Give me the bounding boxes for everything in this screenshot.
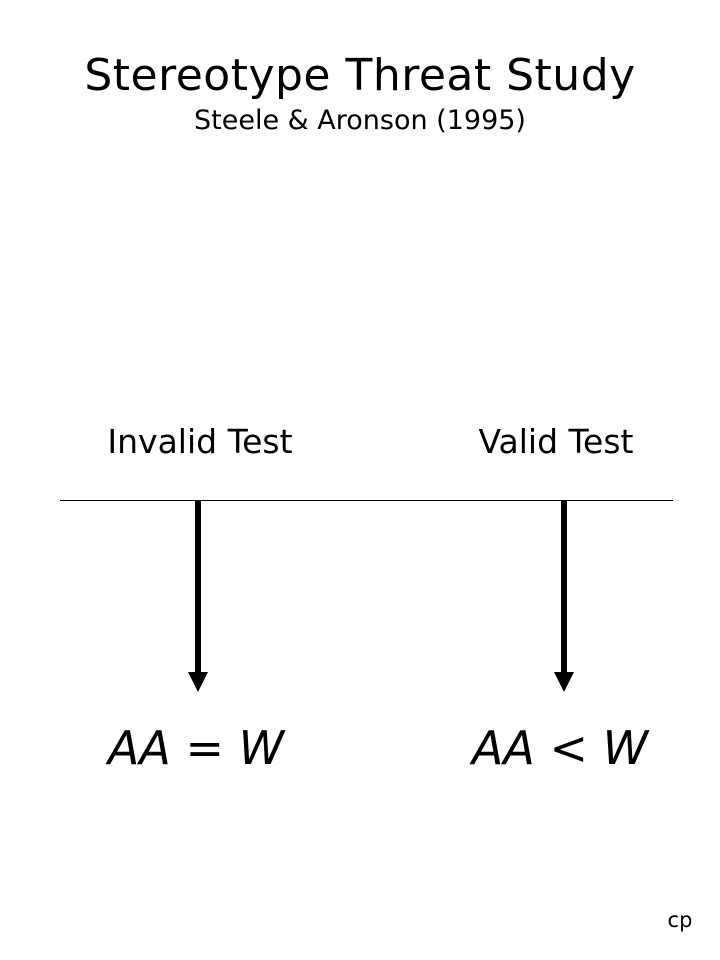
- condition-label-valid: Valid Test: [478, 422, 634, 461]
- footer-note: cp: [667, 908, 693, 932]
- slide-subtitle: Steele & Aronson (1995): [194, 105, 526, 136]
- arrow-shaft: [561, 500, 567, 676]
- down-arrow-icon: [188, 500, 208, 692]
- arrow-shaft: [195, 500, 201, 676]
- arrow-head: [188, 672, 208, 692]
- arrow-head: [554, 672, 574, 692]
- slide-title: Stereotype Threat Study: [84, 50, 636, 101]
- divider-line: [60, 500, 673, 501]
- condition-label-invalid: Invalid Test: [107, 422, 293, 461]
- down-arrow-icon: [554, 500, 574, 692]
- result-valid: AA < W: [471, 721, 649, 775]
- result-invalid: AA = W: [107, 721, 285, 775]
